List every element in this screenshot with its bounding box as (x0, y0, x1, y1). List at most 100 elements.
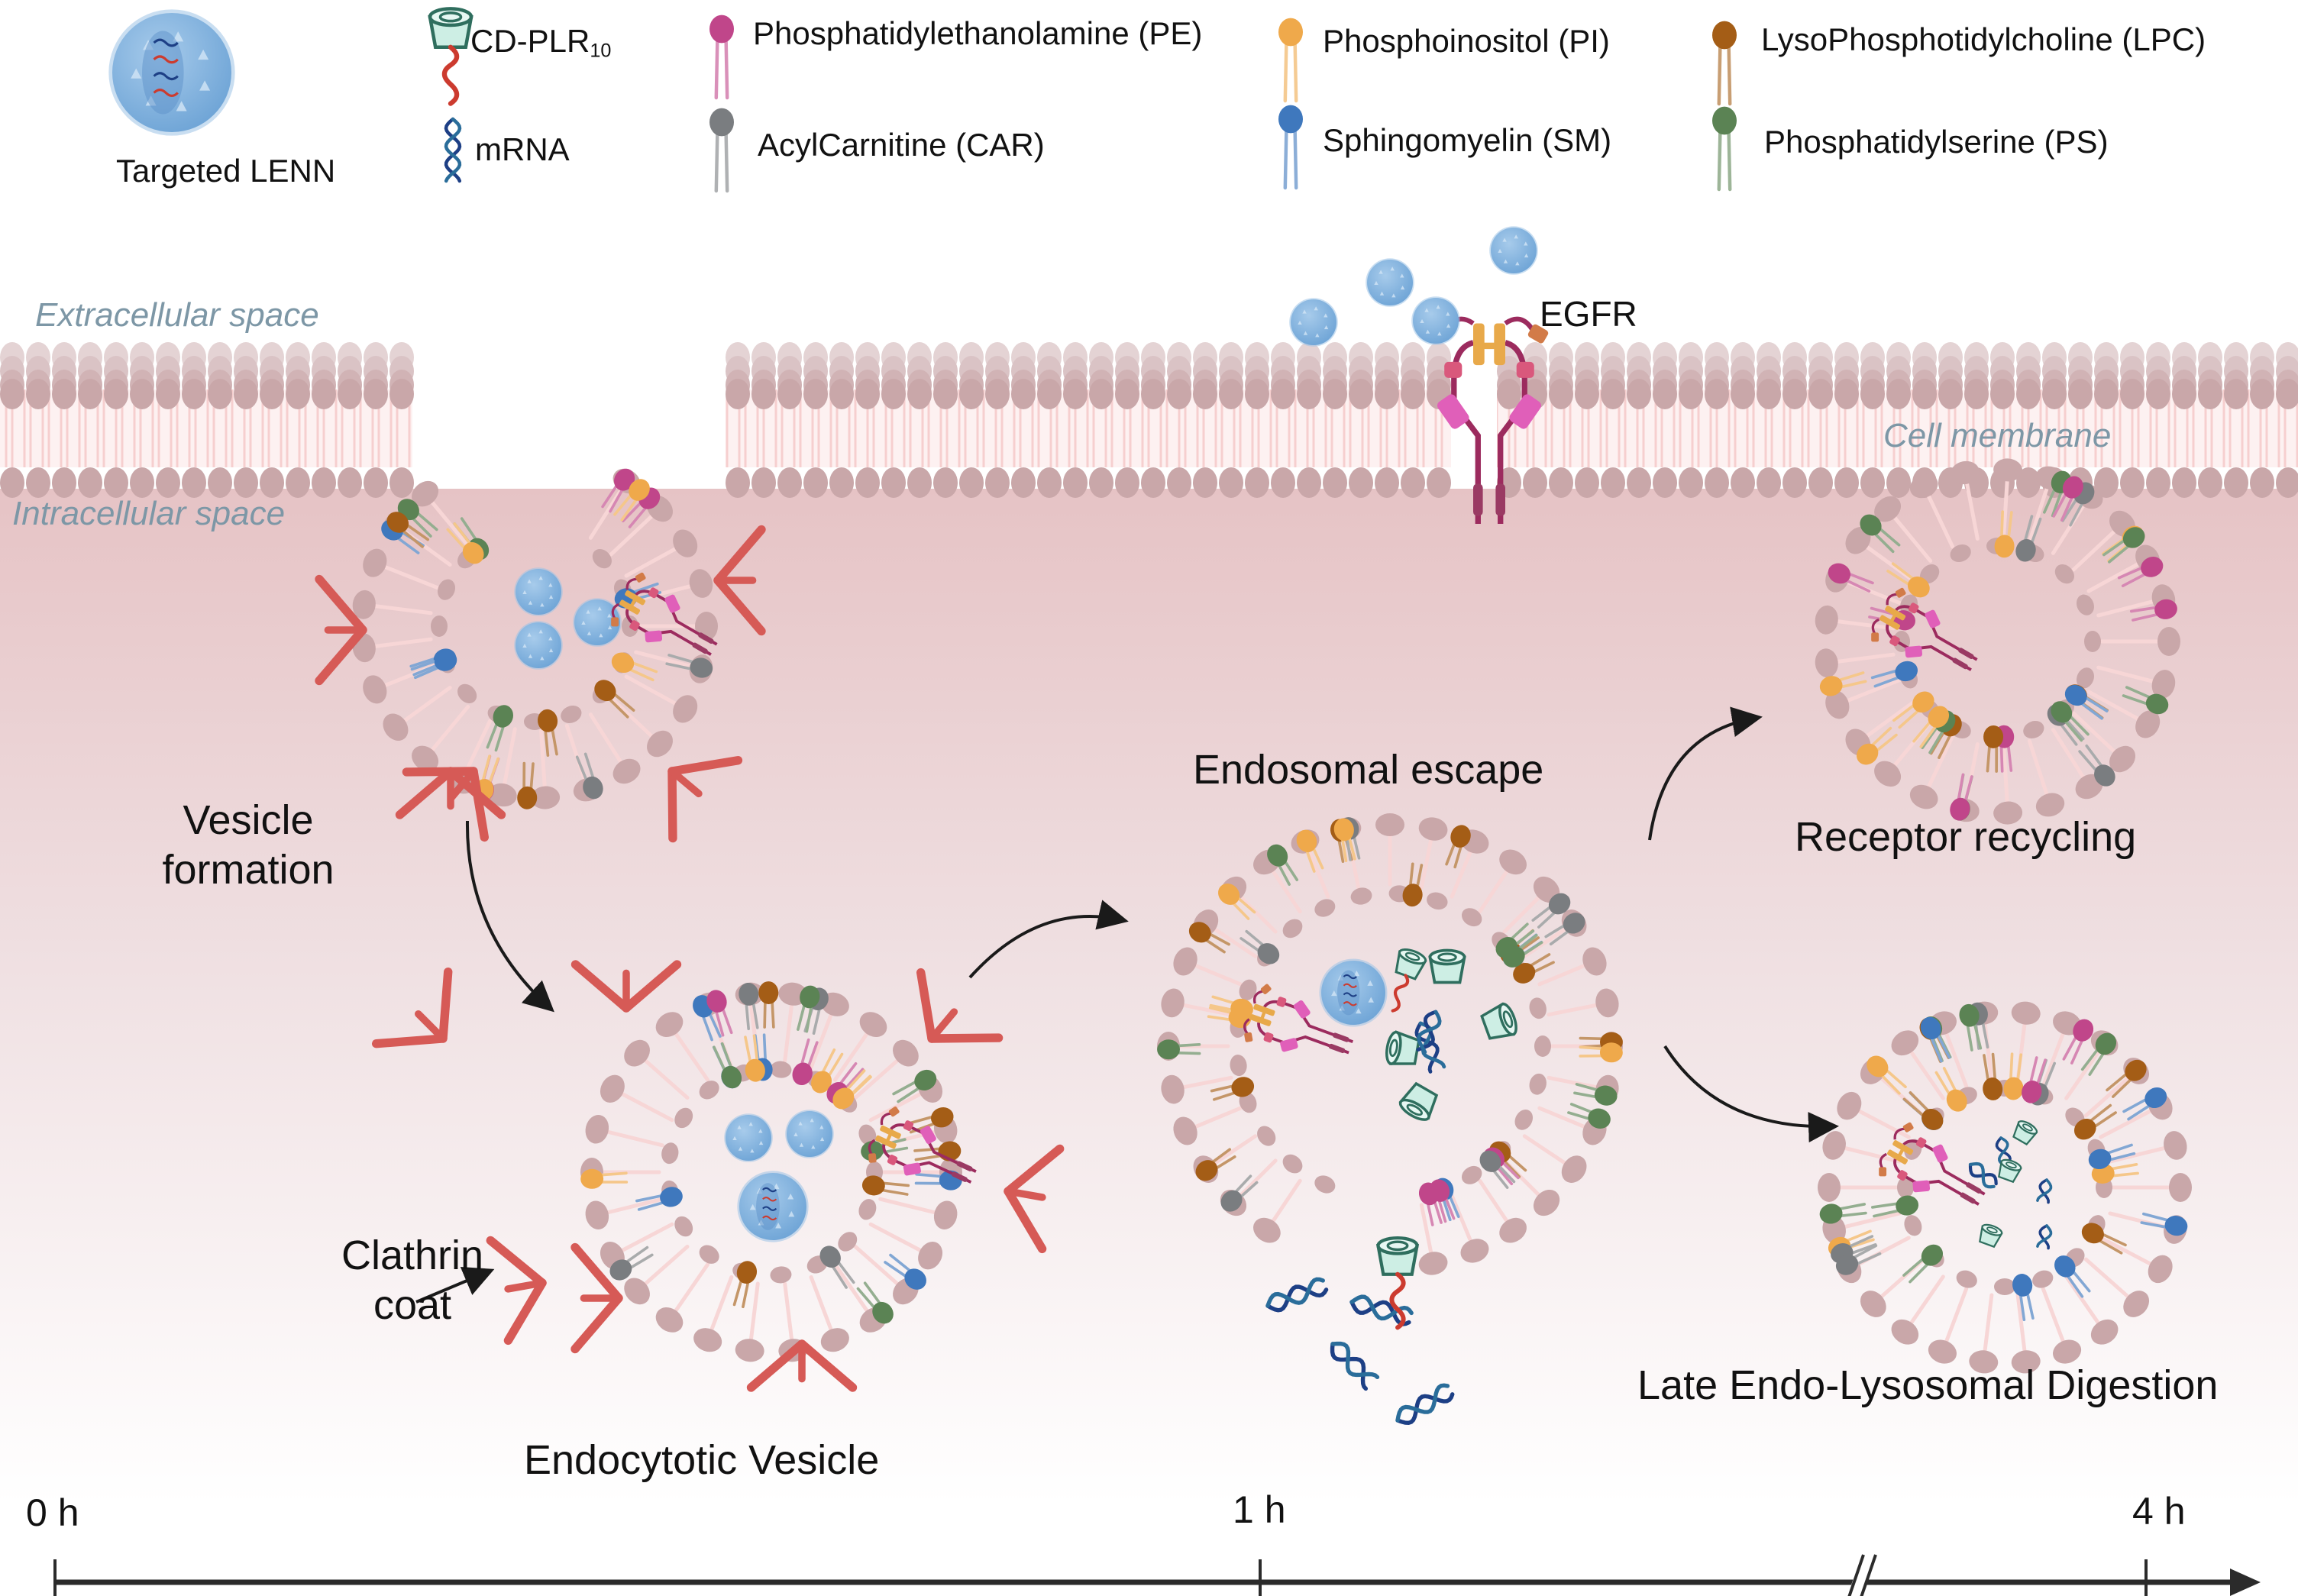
lipid-head (1514, 1109, 1534, 1130)
lipid-tail (709, 1275, 734, 1334)
legend-lipid-ps-icon (1712, 106, 1737, 192)
lipid-head (26, 379, 50, 409)
lipid-head (1418, 1252, 1448, 1275)
lipid-tail (1547, 1075, 1601, 1090)
lipid-head (1375, 813, 1404, 836)
lipid-tail (624, 674, 680, 707)
clathrin-triskelion-icon (916, 968, 1004, 1043)
lipid-head (1886, 379, 1911, 409)
lipid-tail (1944, 1029, 1969, 1088)
lipid-head (624, 1278, 650, 1305)
lipid-head (130, 467, 154, 498)
lipid-tail (1419, 1203, 1433, 1257)
receptor-recycling-label: Receptor recycling (1795, 814, 2137, 860)
lipid-head (363, 675, 387, 704)
lipid-head (1909, 473, 1938, 499)
lipid-sm (410, 651, 457, 680)
lipid-tail (539, 729, 547, 791)
lipid-head (2054, 564, 2074, 584)
mrna-helix-icon (2036, 1224, 2053, 1250)
lipid-lpc (1983, 725, 2004, 773)
lipid-tail (1944, 1287, 1969, 1346)
mrna-helix-icon (1968, 1161, 1998, 1189)
lipid-head (52, 467, 76, 498)
endocytotic-vesicle-label: Endocytotic Vesicle (524, 1437, 880, 1483)
lipid-head (1141, 379, 1165, 409)
lipid-head (2164, 1131, 2187, 1160)
budding-vesicle (352, 468, 718, 809)
lipid-tail (1237, 893, 1278, 934)
lipid-ps (1860, 514, 1901, 554)
lipid-head (2198, 467, 2222, 498)
lipid-head (78, 379, 102, 409)
lipid-head (985, 467, 1010, 498)
lipid-tail (1908, 1275, 1945, 1326)
lipid-head (907, 467, 932, 498)
lipid-pi (811, 1048, 844, 1094)
lipid-head (918, 1241, 943, 1270)
clathrin-coat-icons (315, 525, 1065, 1392)
lipid-head (1271, 467, 1295, 498)
timeline-tick-label-1h: 1 h (1233, 1488, 1286, 1531)
lipid-head (655, 1307, 684, 1333)
lipid-head (829, 379, 854, 409)
lipid-head (156, 467, 180, 498)
extracellular-space-label: Extracellular space (35, 296, 319, 334)
lipid-head (1627, 379, 1651, 409)
lipid-tail (463, 719, 493, 776)
legend-label-car: AcylCarnitine (CAR) (758, 127, 1045, 163)
lipid-car (1544, 913, 1585, 946)
lipid-sm (2088, 1143, 2136, 1170)
lipid-head (985, 379, 1010, 409)
lipid-pe (601, 468, 635, 513)
lipid-ps (856, 1281, 894, 1324)
lipid-tail (748, 1281, 760, 1343)
lipid-head (820, 1328, 849, 1352)
lipid-tail (1478, 867, 1510, 914)
lipid-head (2068, 379, 2093, 409)
lipid-head (1834, 467, 1859, 498)
lipid-pe (2022, 1056, 2047, 1103)
lipid-head (1956, 1270, 1977, 1288)
lipid-head (1349, 379, 1373, 409)
lipid-tail (783, 1281, 794, 1343)
lipid-tail (1522, 926, 1569, 958)
vesicle-formation-label: Vesicle formation (153, 796, 344, 895)
lipid-ps (1871, 1195, 1919, 1218)
lipid-head (661, 1142, 679, 1165)
lipid-head (1161, 1074, 1185, 1104)
lipid-head (1239, 979, 1257, 1001)
lipid-pi (1886, 562, 1930, 598)
lipid-head (881, 467, 906, 498)
lipid-head (1253, 1217, 1281, 1243)
lenn-particle (1289, 298, 1338, 347)
lipid-tail (2051, 728, 2086, 781)
lipid-head (829, 467, 854, 498)
lipid-head (1323, 379, 1347, 409)
cd-plr-icon (2012, 1120, 2038, 1145)
lipid-head (312, 379, 336, 409)
lipid-head (1375, 379, 1399, 409)
lipid-head (959, 379, 984, 409)
lipid-head (624, 1039, 650, 1067)
lipid-tail (1211, 1134, 1258, 1166)
lipid-head (2094, 379, 2119, 409)
lipid-pi (1857, 726, 1898, 765)
recycling-vesicle (1815, 458, 2180, 825)
lipid-head (1534, 1035, 1551, 1057)
clathrin-triskelion-icon (486, 1236, 547, 1346)
legend-label-pe: Phosphatidylethanolamine (PE) (753, 15, 1203, 51)
lipid-head (2076, 594, 2094, 615)
lipid-head (2250, 467, 2274, 498)
lipid-head (1897, 1177, 1914, 1198)
lipid-ps (892, 1069, 937, 1103)
lipid-tail (2108, 1145, 2169, 1164)
lipid-head (1523, 467, 1547, 498)
released-mrna (1265, 1236, 1455, 1426)
lipid-head (1282, 919, 1303, 939)
lipid-head (1582, 947, 1607, 976)
lipid-tail (1925, 734, 1955, 791)
lipid-tail (1419, 835, 1433, 890)
lipid-tail (371, 637, 433, 649)
lipid-head (881, 379, 906, 409)
